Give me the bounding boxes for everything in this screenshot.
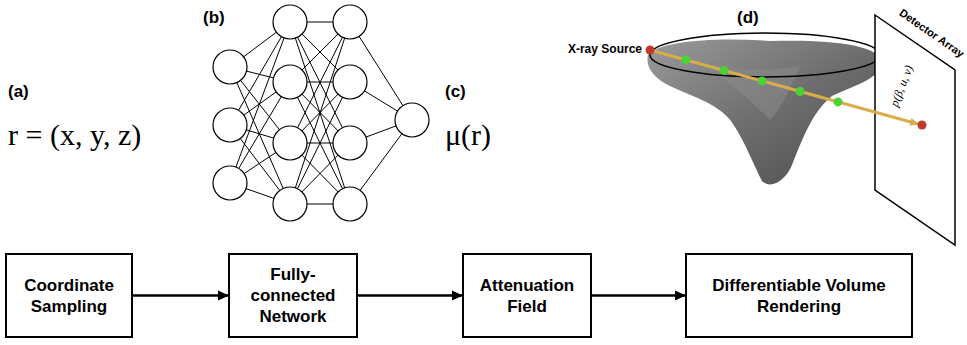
process-box: Fully- connected Network (228, 253, 358, 338)
network-weight (290, 22, 350, 204)
box-text: Coordinate Sampling (7, 269, 131, 323)
sample-point (796, 87, 805, 96)
neuron (273, 5, 307, 39)
coordinate-formula: r = (x, y, z) (8, 118, 141, 152)
neuron (273, 65, 307, 99)
process-box: Attenuation Field (462, 253, 592, 338)
neuron (273, 126, 307, 160)
sample-point (682, 55, 691, 64)
sample-point (758, 76, 767, 85)
flow-arrow (358, 294, 462, 297)
panel-letter: (a) (8, 82, 29, 102)
network-weight (230, 22, 290, 183)
source-label: X-ray Source (568, 42, 642, 56)
neuron (395, 103, 429, 137)
neuron (213, 50, 247, 84)
detector-panel (875, 15, 955, 245)
box-text: Fully- connected Network (230, 258, 356, 333)
neuron (213, 108, 247, 142)
attenuation-formula: μ(r) (445, 118, 491, 152)
source-dot (646, 46, 655, 55)
sample-point (720, 66, 729, 75)
neural-network (213, 5, 429, 221)
neuron (333, 126, 367, 160)
box-text: Attenuation Field (464, 269, 590, 323)
sample-points (682, 55, 843, 106)
neuron (333, 187, 367, 221)
process-box: Differentiable Volume Rendering (685, 253, 913, 338)
organ-volume (647, 39, 882, 184)
detector-pixel (918, 121, 927, 130)
panel-letter: (b) (203, 8, 225, 28)
flow-arrow (133, 294, 228, 297)
panel-letter: (c) (445, 82, 466, 102)
process-box: Coordinate Sampling (5, 253, 133, 338)
flow-arrow (592, 294, 685, 297)
source-orbit (650, 33, 880, 77)
neuron (333, 65, 367, 99)
neuron (213, 166, 247, 200)
sample-point (834, 97, 843, 106)
network-weight (290, 22, 350, 204)
neuron (273, 187, 307, 221)
x-ray-beam (650, 50, 918, 124)
panel-letter: (d) (737, 8, 759, 28)
neuron (333, 5, 367, 39)
box-text: Differentiable Volume Rendering (687, 269, 911, 323)
